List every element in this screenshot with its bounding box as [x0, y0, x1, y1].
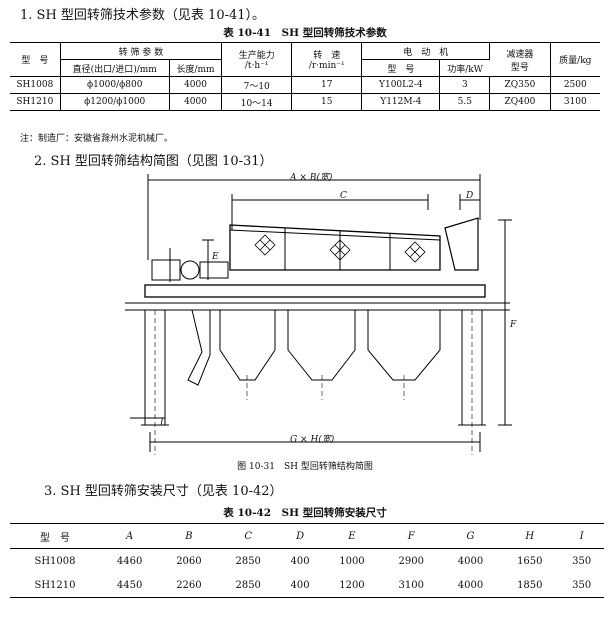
dim-label-f: F [510, 320, 517, 330]
table-1-caption: 表 10-41 SH 型回转筛技术参数 [223, 27, 387, 39]
dim-label-gh: G × H(宽) [290, 435, 335, 445]
dim-label-ab: A × B(宽) [290, 173, 333, 183]
col-motor-model: 型 号 [361, 59, 441, 77]
col-model: 型 号 [10, 42, 61, 77]
col-drum-len: 长度/mm [169, 59, 223, 77]
col-speed: 转 速/r·min⁻¹ [291, 42, 363, 77]
col-drum-dia: 直径(出口/进口)/mm [60, 59, 170, 77]
section-1-heading: 1. SH 型回转筛技术参数（见表 10-41）。 [20, 8, 266, 23]
rotary-screen-diagram [125, 174, 512, 455]
dim-label-c: C [340, 191, 347, 201]
dim-label-d: D [466, 191, 474, 201]
col-drum-group: 转 筛 参 数 [60, 42, 223, 60]
figure-caption: 图 10-31 SH 型回转筛结构简图 [237, 462, 373, 472]
section-2-heading: 2. SH 型回转筛结构简图（见图 10-31） [34, 154, 273, 169]
dim-label-e: E [212, 252, 219, 262]
col-capacity: 生产能力/t·h⁻¹ [221, 42, 293, 77]
col-reducer: 减速器型号 [489, 42, 551, 77]
section-3-heading: 3. SH 型回转筛安装尺寸（见表 10-42） [44, 484, 283, 499]
col-motor-power: 功率/kW [439, 59, 490, 77]
table-2-caption: 表 10-42 SH 型回转筛安装尺寸 [223, 507, 387, 519]
col-motor-group: 电 动 机 [361, 42, 491, 60]
col-mass: 质量/kg [550, 42, 600, 77]
table-1-note: 注：制造厂：安徽省滁州水泥机械厂。 [20, 134, 174, 144]
tech-params-table: 型 号 转 筛 参 数 生产能力/t·h⁻¹ 转 速/r·min⁻¹ 电 动 机… [10, 42, 600, 111]
dim-label-i: I [160, 418, 164, 428]
